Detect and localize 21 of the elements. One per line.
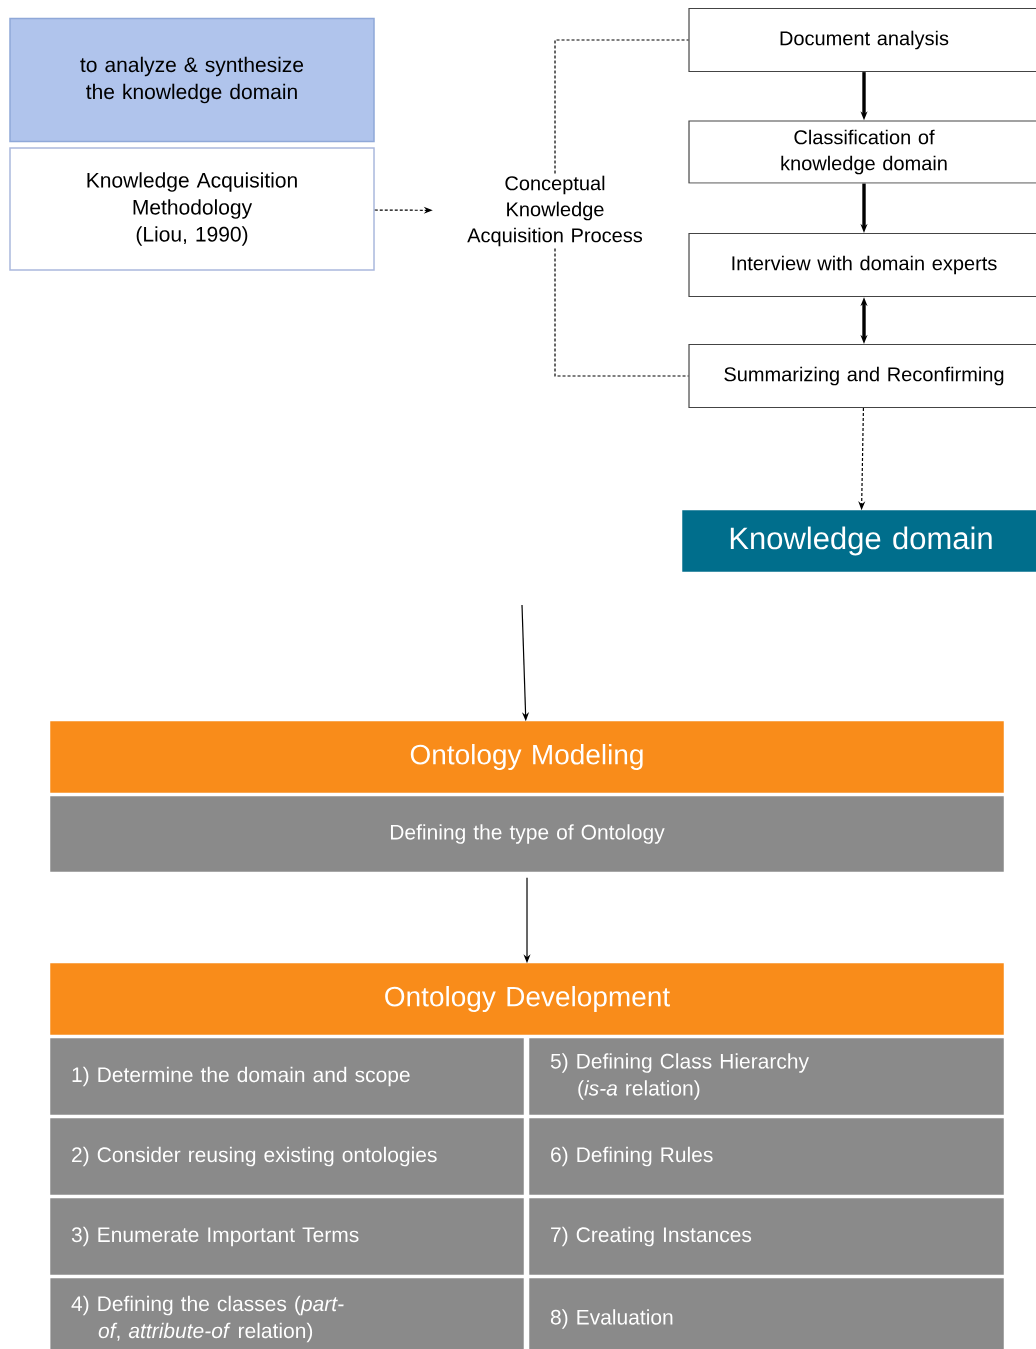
table-cell: 4) Defining the classes (part-of, attribute-of relation) [50, 1278, 524, 1349]
table-cell: 7) Creating Instances [529, 1198, 1004, 1275]
step-box: Document analysis [688, 7, 1036, 73]
section-header: Ontology Development [50, 963, 1004, 1035]
connector-line [554, 39, 689, 175]
step-box: Classification of knowledge domain [688, 120, 1036, 184]
section-bar: Defining the type of Ontology [50, 796, 1004, 872]
table-cell: 6) Defining Rules [529, 1118, 1004, 1195]
step-box: Interview with domain experts [688, 232, 1036, 298]
goal-box: to analyze & synthesize the knowledge domain [9, 17, 375, 143]
connector-line [554, 247, 689, 377]
result-banner: Knowledge domain [682, 510, 1036, 572]
method-box: Knowledge Acquisition Methodology (Liou, 1990) [9, 147, 375, 271]
table-cell: 1) Determine the domain and scope [50, 1038, 524, 1115]
table-cell: 3) Enumerate Important Terms [50, 1198, 524, 1275]
table-cell: 2) Consider reusing existing ontologies [50, 1118, 524, 1195]
table-cell: 8) Evaluation [529, 1278, 1004, 1349]
section-header: Ontology Modeling [50, 721, 1004, 793]
table-cell: 5) Defining Class Hierarchy (is-a relation) [529, 1038, 1004, 1115]
step-box: Summarizing and Reconfirming [688, 343, 1036, 409]
process-label: Conceptual Knowledge Acquisition Process [467, 175, 643, 247]
